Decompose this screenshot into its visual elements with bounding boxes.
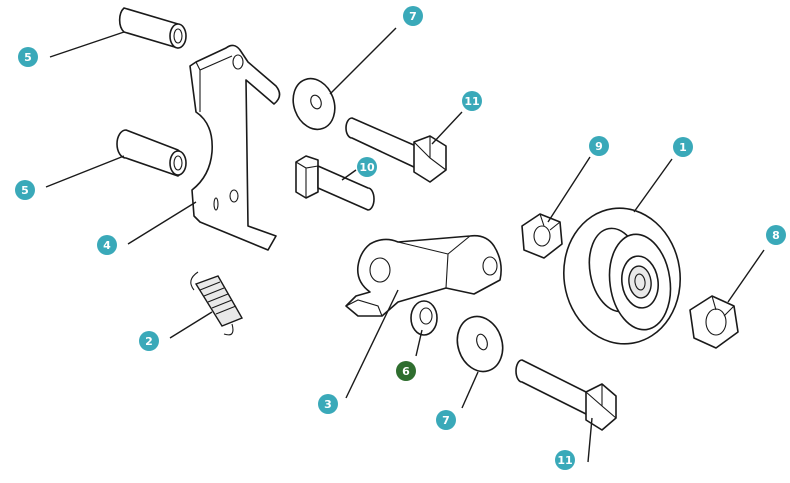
callout-label: 5 xyxy=(24,51,32,64)
callout-6[interactable]: 6 xyxy=(396,361,416,381)
callout-1[interactable]: 1 xyxy=(673,137,693,157)
callout-label: 6 xyxy=(402,365,410,378)
callout-7-upper[interactable]: 7 xyxy=(403,6,423,26)
callout-label: 1 xyxy=(679,141,687,154)
callout-label: 7 xyxy=(409,10,417,23)
callout-10[interactable]: 10 xyxy=(357,157,377,177)
flat-washer-upper xyxy=(292,77,336,131)
idler-pulley xyxy=(562,207,682,345)
callout-label: 7 xyxy=(442,414,450,427)
callout-label: 9 xyxy=(595,140,603,153)
callout-label: 3 xyxy=(324,398,332,411)
leader-3 xyxy=(345,289,399,399)
callout-4[interactable]: 4 xyxy=(97,235,117,255)
callout-11-upper[interactable]: 11 xyxy=(462,91,482,111)
callout-9[interactable]: 9 xyxy=(589,136,609,156)
flat-washer-lower xyxy=(456,315,504,373)
leader-10 xyxy=(341,169,357,181)
leader-11-lower xyxy=(587,417,593,463)
callout-label: 11 xyxy=(464,95,479,108)
spacer-tube-lower xyxy=(116,129,187,177)
hex-bolt-lower xyxy=(515,359,617,431)
leader-9 xyxy=(547,156,591,223)
callout-label: 5 xyxy=(21,184,29,197)
callout-label: 8 xyxy=(772,229,780,242)
leader-6 xyxy=(415,329,423,357)
leader-7-upper xyxy=(329,27,397,95)
callout-label: 4 xyxy=(103,239,111,252)
callout-8[interactable]: 8 xyxy=(766,225,786,245)
callouts: 5 5 7 11 10 4 2 9 xyxy=(15,6,786,470)
spacer-tube-upper xyxy=(118,7,187,49)
leader-11-upper xyxy=(431,111,463,145)
callout-label: 2 xyxy=(145,335,153,348)
lock-nut-small xyxy=(521,213,563,259)
leader-7-lower xyxy=(461,371,479,409)
callout-7-lower[interactable]: 7 xyxy=(436,410,456,430)
callout-3[interactable]: 3 xyxy=(318,394,338,414)
callout-2[interactable]: 2 xyxy=(139,331,159,351)
lock-nut-large xyxy=(689,295,739,349)
callout-label: 11 xyxy=(557,454,572,467)
callout-11-lower[interactable]: 11 xyxy=(555,450,575,470)
leader-5-upper xyxy=(49,31,125,58)
leader-lines xyxy=(45,27,765,463)
leader-4 xyxy=(127,201,197,245)
leader-8 xyxy=(727,249,765,303)
hex-bolt-short xyxy=(295,155,375,211)
callout-label: 10 xyxy=(359,161,375,174)
leader-2 xyxy=(169,311,213,339)
bushing xyxy=(410,300,438,336)
mounting-bracket xyxy=(189,44,281,251)
leader-1 xyxy=(633,158,673,213)
leader-5-lower xyxy=(45,155,125,188)
callout-5-lower[interactable]: 5 xyxy=(15,180,35,200)
hex-bolt-upper xyxy=(345,117,447,183)
extension-spring xyxy=(190,271,244,336)
idler-arm xyxy=(345,234,502,317)
callout-5-upper[interactable]: 5 xyxy=(18,47,38,67)
